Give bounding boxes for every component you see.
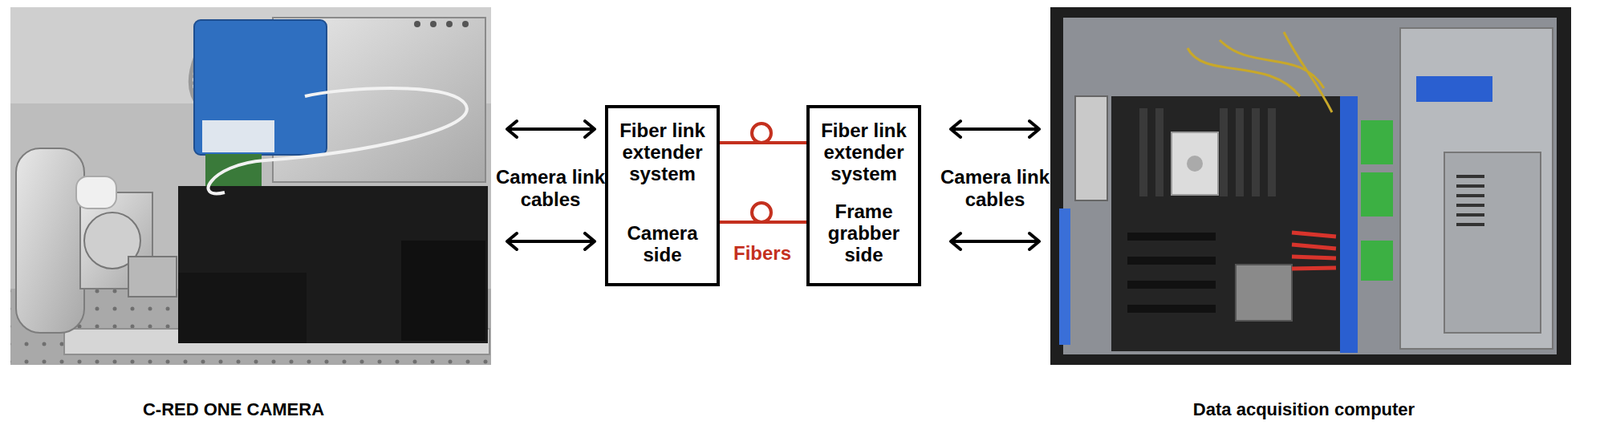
computer-photo-part [1050, 7, 1572, 366]
camera-photo-part [446, 20, 453, 28]
extender-box: Fiber link extender systemCamera side [605, 105, 720, 287]
computer-photo-part [1360, 240, 1393, 281]
camera-link-arrow [950, 127, 1040, 131]
camera-photo-frame: C-RED ONE CAMERA [10, 7, 492, 366]
computer-photo-frame: Data acquisition computer [1050, 7, 1572, 366]
computer-photo-part [1235, 108, 1244, 197]
computer-photo-part [1063, 17, 1557, 355]
computer-photo-part [1127, 256, 1216, 265]
fiber-line [719, 141, 807, 145]
camera-photo-part [16, 148, 85, 333]
computer-photo-part [1340, 96, 1358, 354]
camera-photo-part [194, 20, 327, 155]
computer-photo-part [1187, 32, 1332, 113]
computer-photo-part [1416, 76, 1493, 102]
computer-photo-part [1111, 96, 1353, 352]
camera-photo-part [401, 240, 486, 342]
camera-link-arrow [507, 127, 595, 131]
computer-photo-part [1291, 232, 1337, 269]
computer-photo-part [1171, 132, 1219, 195]
cable-label: Camera link cables [482, 166, 619, 212]
camera-photo-part [208, 88, 468, 194]
computer-photo-part [1235, 264, 1292, 321]
computer-photo-part [1444, 152, 1541, 333]
computer-photo-part [1075, 96, 1108, 201]
computer-photo-part [1360, 172, 1393, 217]
camera-photo-part [178, 186, 488, 344]
fiber-line [719, 220, 807, 224]
computer-photo [1050, 7, 1572, 366]
computer-photo-part [1186, 155, 1203, 172]
computer-photo-part [1155, 108, 1164, 197]
computer-photo-part [1251, 108, 1260, 197]
computer-photo-part [1127, 280, 1216, 289]
camera-link-arrow [507, 239, 595, 244]
box-heading: Fiber link extender system [812, 119, 915, 185]
camera-photo-part [462, 20, 469, 28]
camera-photo-part [202, 120, 275, 153]
box-heading: Fiber link extender system [611, 119, 714, 185]
camera-photo-part [10, 7, 492, 366]
camera-photo-part [178, 272, 307, 344]
camera-link-arrow [950, 239, 1040, 244]
fiber-loop [751, 123, 772, 143]
computer-photo-part [1360, 120, 1393, 165]
computer-photo-part [1456, 176, 1485, 225]
fiber-label: Fibers [714, 242, 811, 265]
box-subtitle: Frame grabber side [812, 200, 915, 266]
photo-caption: C-RED ONE CAMERA [73, 399, 394, 421]
computer-photo-part [1400, 28, 1553, 350]
box-subtitle: Camera side [611, 222, 714, 266]
computer-photo-part [1127, 304, 1216, 313]
computer-photo-part [1139, 108, 1148, 197]
computer-photo-part [1059, 208, 1071, 346]
camera-photo-part [205, 154, 262, 187]
camera-photo-part [76, 176, 117, 209]
photo-caption: Data acquisition computer [1143, 399, 1465, 421]
computer-photo-part [1127, 232, 1216, 241]
extender-box: Fiber link extender systemFrame grabber … [806, 105, 922, 287]
computer-photo-part [1219, 108, 1228, 197]
camera-photo-part [430, 20, 437, 28]
fiber-loop [751, 203, 772, 223]
cable-label: Camera link cables [926, 166, 1064, 212]
camera-photo [10, 7, 492, 366]
computer-photo-part [1267, 108, 1276, 197]
camera-photo-part [414, 20, 421, 28]
camera-photo-part [128, 256, 177, 297]
